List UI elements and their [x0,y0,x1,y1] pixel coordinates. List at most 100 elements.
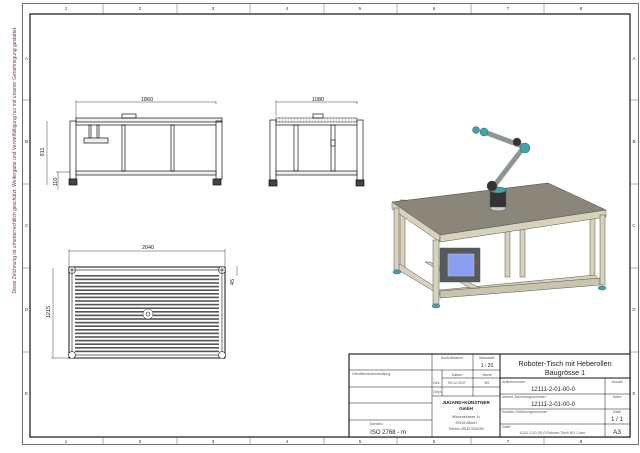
massstab-label: Massstab [479,356,494,360]
svg-text:6: 6 [433,439,436,444]
name-label: Name [482,373,492,377]
table-slat [75,339,219,342]
table-slat [75,347,219,349]
intern-label: Interne Zeichnungsnummer [502,395,547,399]
gepr-label: Gepr. [433,390,442,394]
front-view [68,113,223,186]
svg-text:4: 4 [286,6,289,11]
index-label: Index [613,395,622,399]
dimension-45: 45 [230,279,236,285]
table-slat [75,275,219,277]
side-view [268,113,365,187]
zone-labels-left: A B C D E [25,56,29,396]
drawing-title-line2: Baugrösse 1 [545,368,585,377]
toleranz-label: Toleranz [369,422,383,426]
zone-labels-bottom: 1 2 3 4 5 6 7 8 [65,439,583,444]
dimension-911: 911 [40,148,46,157]
svg-text:3: 3 [212,439,215,444]
table-slat [75,321,219,324]
svg-text:5: 5 [359,6,362,11]
zone-labels-right: A B C D E [632,56,636,396]
massstab-value: 1 : 20 [481,363,494,369]
kontrolldatum-label: Kontrolldatum [441,356,463,360]
company-name: JUGARD+KÜNSTNER [442,399,490,405]
svg-text:C: C [632,223,636,228]
address-phone: Telefon 09187/936290 [448,427,484,431]
svg-text:1: 1 [65,439,68,444]
table-slat [75,285,219,288]
svg-text:5: 5 [359,439,362,444]
svg-text:A: A [25,56,28,61]
table-slat [75,278,219,281]
isometric-view [391,126,607,309]
datei-value: 12111-2-01-00-0 Roboter-Tisch BG 1.iam [519,431,585,435]
table-slat [75,325,219,327]
company-form: GmbH [459,406,473,411]
dimension-1860: 1860 [141,97,153,103]
title-block [348,353,631,438]
table-slat [75,343,219,345]
svg-text:B: B [632,139,635,144]
svg-text:1: 1 [65,6,68,11]
table-slat [75,300,219,302]
copyright-margin-note: Diese Zeichnung ist urheberrechtlich ges… [12,26,18,293]
oberflaeche-label: Oberflächenbehandlung [352,372,390,376]
front-view-dimensions [46,100,217,190]
svg-text:7: 7 [507,6,510,11]
svg-text:B: B [25,139,28,144]
svg-text:E: E [632,391,635,396]
gez-date: 05.12.2017 [448,381,466,385]
gez-label: Gez. [433,381,441,385]
top-view-dimensions [51,249,238,359]
svg-text:8: 8 [580,439,583,444]
svg-text:D: D [632,307,636,312]
svg-text:2: 2 [139,6,142,11]
table-slat [75,332,219,335]
svg-text:A: A [632,56,635,61]
dimension-110: 110 [53,178,59,187]
table-slat [75,303,219,306]
address-city: 90518 Altdorf [455,421,476,425]
toleranz-value: ISO 2768 - m [370,430,406,436]
top-view [68,266,226,359]
datei-label: Datei [502,425,511,429]
table-slat [75,307,219,309]
svg-text:D: D [25,307,29,312]
svg-text:6: 6 [433,6,436,11]
outer-frame [22,3,639,445]
svg-text:8: 8 [580,6,583,11]
svg-text:3: 3 [212,6,215,11]
table-slat [75,282,219,284]
dimension-1215: 1215 [46,306,52,318]
gez-name: BS [485,381,490,385]
drawing-title-line1: Roboter-Tisch mit Heberollen [518,359,611,368]
datum-label: Datum [452,373,463,377]
blatt-value: 1 / 1 [611,417,623,423]
zone-dividers [22,3,639,445]
table-slat [75,296,219,299]
table-slat [75,289,219,291]
side-view-dimensions [275,100,358,116]
svg-text:7: 7 [507,439,510,444]
address-street: Wiesenstrasse 1c [452,415,481,419]
kunden-label: Kunden Zeichnungsnummer [502,410,548,414]
table-slat [75,336,219,338]
svg-text:E: E [25,391,28,396]
zone-labels-top: 1 2 3 4 5 6 7 8 [65,6,583,11]
svg-text:C: C [25,223,29,228]
artikel-value: 12111-2-01-00-0 [531,387,575,393]
svg-text:4: 4 [286,439,289,444]
table-slat [75,329,219,331]
svg-text:2: 2 [139,439,142,444]
artikel-label: Artikelnummer [502,380,526,384]
sheet-format: A3 [613,429,621,436]
title-block-text: Kontrolldatum Massstab 1 : 20 Oberfläche… [352,356,623,436]
blatt-label: Blatt [613,410,620,414]
intern-value: 12111-2-01-00-0 [531,402,575,408]
dimension-1080: 1080 [312,97,324,103]
inner-frame [29,13,631,438]
dimension-2040: 2040 [142,245,154,251]
anzahl-label: Anzahl [612,380,623,384]
table-slat [75,350,219,353]
